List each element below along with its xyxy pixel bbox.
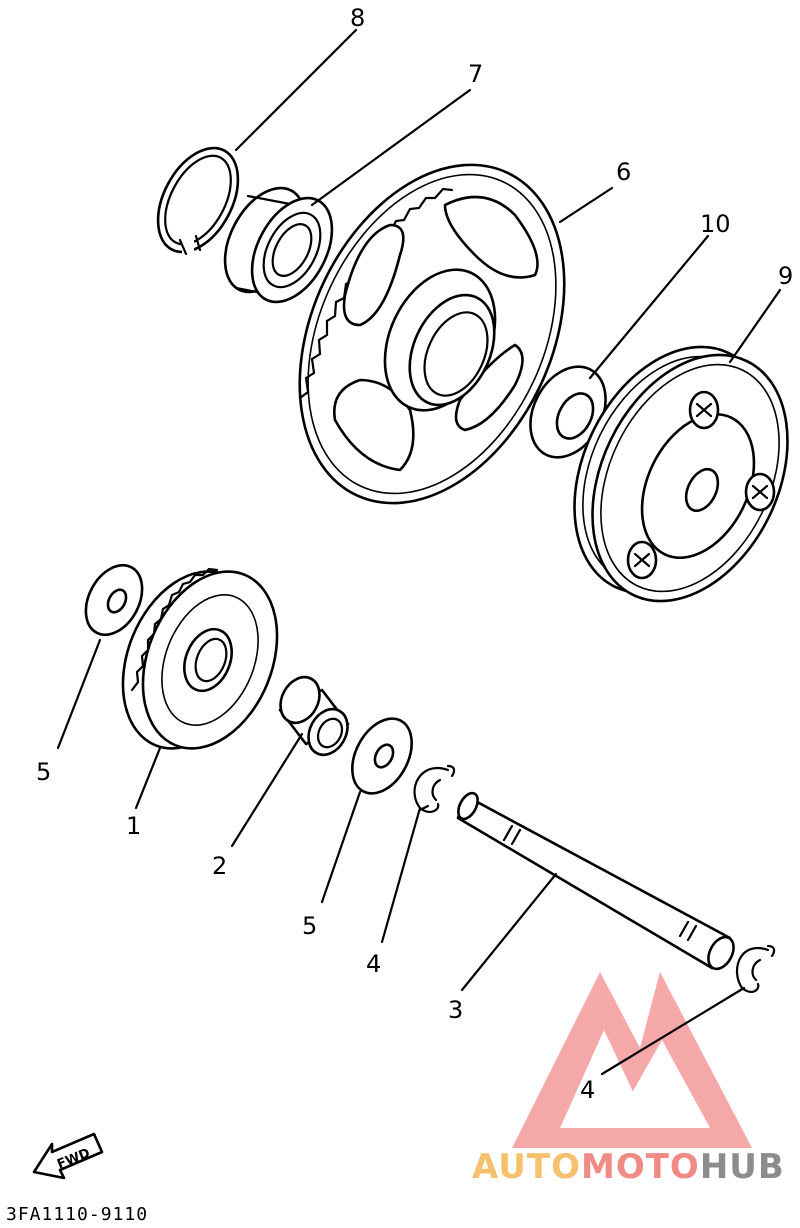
callout-3: 3: [448, 996, 463, 1024]
part-9-starter-clutch: [573, 345, 789, 603]
part-1-idle-gear: [121, 567, 279, 750]
callout-4-right: 4: [580, 1076, 595, 1104]
watermark-part-auto: AUTO: [472, 1147, 581, 1187]
part-5-washer-right: [351, 717, 413, 795]
watermark-logo-icon: [512, 972, 752, 1148]
callout-1: 1: [126, 812, 141, 840]
part-3-shaft: [456, 791, 735, 971]
leader-lines: [56, 28, 782, 1076]
callout-5-right: 5: [302, 912, 317, 940]
fwd-arrow-icon: FWD: [32, 1132, 104, 1180]
callout-4-left: 4: [366, 950, 381, 978]
diagram-code: 3FA1110-9110: [6, 1204, 148, 1225]
part-4-e-clip-left: [413, 764, 456, 813]
callout-7: 7: [468, 60, 483, 88]
part-6-starter-wheel-gear: [298, 163, 566, 505]
part-10-washer: [529, 365, 607, 459]
clutch-bolt-icon: [626, 540, 658, 580]
part-4-e-clip-right: [735, 944, 776, 993]
part-8-circlip: [156, 146, 240, 256]
clutch-bolt-icon: [688, 390, 720, 430]
callout-10: 10: [700, 210, 731, 238]
watermark-part-moto: MOTO: [581, 1147, 700, 1187]
callout-9: 9: [778, 262, 793, 290]
part-7-bearing: [223, 186, 334, 304]
callout-8: 8: [350, 4, 365, 32]
part-5-washer-left: [84, 563, 144, 637]
callout-5-left: 5: [36, 758, 51, 786]
watermark-wordmark: AUTOMOTOHUB: [472, 1147, 785, 1187]
part-2-needle-bearing: [278, 675, 350, 757]
clutch-bolt-icon: [744, 472, 776, 512]
callout-6: 6: [616, 158, 631, 186]
callout-2: 2: [212, 852, 227, 880]
watermark-part-hub: HUB: [700, 1147, 785, 1187]
